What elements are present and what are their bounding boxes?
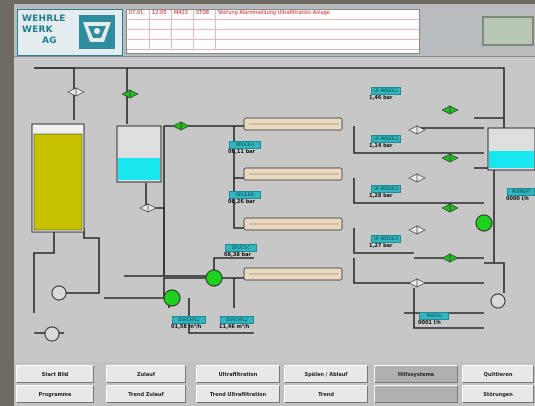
navigation-button-bar: Start Bild Zulauf Ultrafiltration Spülen…	[14, 362, 535, 406]
acknowledge-button[interactable]: Quittieren	[462, 365, 534, 383]
tag-pressure-a: DRUCK-A	[229, 141, 261, 149]
main-tank-fill	[33, 133, 83, 231]
alarm-row[interactable]	[127, 30, 419, 40]
hmi-screen: WEHRLE WERK AG 07.01. 12:05 M423 STOE St…	[14, 4, 535, 406]
logo-line-2: WERK	[22, 25, 53, 35]
tag-pressure-c: DRUCK-C	[225, 244, 257, 252]
tag-module-1: UF-MODUL1	[371, 87, 401, 95]
lcd-display	[482, 16, 534, 46]
tag-level: NIVEAU	[419, 312, 449, 320]
process-diagram: UF-MODUL1 1,46 bar UF-MODUL2 1,14 bar UF…	[14, 58, 535, 358]
value-flow-1: 01,58 m³/h	[171, 324, 202, 330]
alarm-message-list[interactable]: 07.01. 12:05 M423 STOE Störung Alarmmeld…	[126, 9, 420, 54]
company-logo: WEHRLE WERK AG	[17, 9, 123, 56]
tag-flow-1: DURCHFL1	[172, 316, 206, 324]
logo-text: WEHRLE WERK AG	[22, 14, 74, 47]
alarm-row[interactable]: 07.01. 12:05 M423 STOE Störung Alarmmeld…	[127, 10, 419, 20]
logo-emblem-icon	[79, 15, 115, 49]
tag-module-2: UF-MODUL2	[371, 135, 401, 143]
alarm-row[interactable]	[127, 20, 419, 30]
tag-module-4: UF-MODUL4	[371, 235, 401, 243]
value-module-2: 1,14 bar	[369, 143, 393, 149]
value-module-1: 1,46 bar	[369, 95, 393, 101]
tag-module-3: UF-MODUL3	[371, 185, 401, 193]
value-pressure-c: 08,38 bar	[224, 252, 251, 258]
value-right: 0000 l/h	[506, 196, 529, 202]
top-bar: WEHRLE WERK AG 07.01. 12:05 M423 STOE St…	[14, 4, 535, 57]
auxiliary-systems-button[interactable]: Hilfssysteme	[374, 365, 458, 383]
alarm-row[interactable]	[127, 40, 419, 50]
value-module-4: 1,27 bar	[369, 243, 393, 249]
trend-inflow-button[interactable]: Trend Zulauf	[106, 385, 186, 403]
value-flow-2: 11,46 m³/h	[219, 324, 250, 330]
tag-pressure-b: DRUCK-B	[229, 191, 261, 199]
tag-flow-2: DURCHFL2	[220, 316, 254, 324]
value-level: 0001 l/h	[418, 320, 441, 326]
start-image-button[interactable]: Start Bild	[16, 365, 94, 383]
rinse-drain-button[interactable]: Spülen / Ablauf	[284, 365, 368, 383]
logo-line-1: WEHRLE	[22, 14, 66, 24]
logo-line-3: AG	[42, 36, 57, 46]
ultrafiltration-button[interactable]: Ultrafiltration	[196, 365, 280, 383]
value-pressure-a: 08,11 bar	[228, 149, 255, 155]
faults-button[interactable]: Störungen	[462, 385, 534, 403]
trend-ultrafiltration-button[interactable]: Trend Ultrafiltration	[196, 385, 280, 403]
value-pressure-b: 08,26 bar	[228, 199, 255, 205]
value-module-3: 1,28 bar	[369, 193, 393, 199]
trend-button[interactable]: Trend	[284, 385, 368, 403]
blank-button[interactable]	[374, 385, 458, 403]
pipe-network	[31, 67, 535, 342]
tag-right: PERMEAT	[507, 188, 535, 196]
programs-button[interactable]: Programme	[16, 385, 94, 403]
inflow-button[interactable]: Zulauf	[106, 365, 186, 383]
